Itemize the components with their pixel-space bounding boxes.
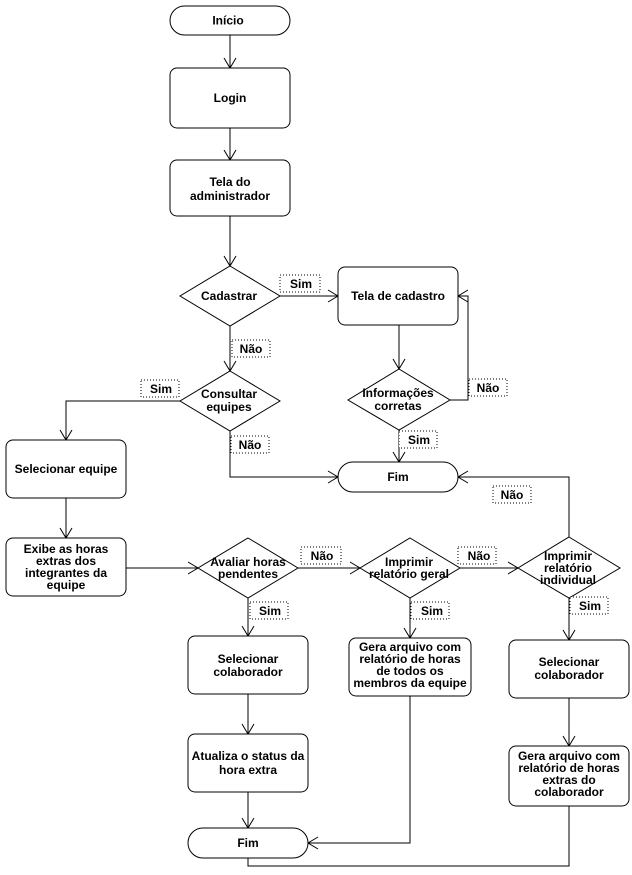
login-process (169, 67, 291, 129)
edge-label-sim: Sim (150, 382, 172, 396)
register-screen-process (337, 266, 459, 326)
arrowheads (59, 57, 576, 850)
edge-label-box (300, 546, 342, 565)
edge-label-nao: Não (501, 488, 524, 502)
register-decision (179, 265, 281, 327)
show-hours-process (5, 537, 127, 597)
print-general-decision (359, 537, 461, 599)
edge-label-nao: Não (239, 438, 262, 452)
edge-individual-fim (458, 476, 570, 537)
edge-label-box (398, 430, 438, 449)
edge-label-box (140, 379, 180, 398)
evaluate-hours-decision (197, 537, 299, 599)
update-status-process (187, 733, 309, 793)
end-terminator-top (337, 461, 459, 493)
start-terminator (169, 5, 291, 36)
start-label: Início (212, 14, 243, 28)
edge-label-sim: Sim (259, 604, 281, 618)
end-bottom-label: Fim (237, 836, 258, 850)
select-team-process (5, 439, 127, 499)
edge-gera-ind-fim (247, 806, 570, 867)
edge-label-nao: Não (468, 549, 491, 563)
register-screen-label: Tela de cadastro (351, 289, 445, 303)
edge-label-box (468, 378, 508, 397)
edge-label-nao: Não (311, 549, 334, 563)
edge-gera-fim (308, 696, 411, 844)
end-terminator-bottom (187, 827, 309, 859)
edge-info-nao-loop (450, 295, 469, 401)
register-decision-label: Cadastrar (201, 289, 257, 303)
edge-labels: Sim Não Sim Não Sim Não Não Não Não Sim … (140, 274, 609, 620)
info-correct-decision (347, 368, 451, 431)
select-team-label: Selecionar equipe (15, 462, 118, 476)
end-top-label: Fim (387, 470, 408, 484)
edge-label-nao: Não (477, 381, 500, 395)
edge-label-box (231, 339, 271, 358)
edge-label-sim: Sim (579, 599, 601, 613)
login-label: Login (214, 91, 247, 105)
select-collaborator-process-1 (187, 635, 309, 695)
edge-label-box (279, 274, 321, 293)
edge-label-box (492, 485, 532, 504)
generate-general-report-process (348, 637, 472, 697)
edge-label-sim: Sim (290, 277, 312, 291)
edge-label-sim: Sim (408, 433, 430, 447)
edges (65, 35, 570, 867)
edge-label-nao: Não (240, 342, 263, 356)
edge-label-box (457, 546, 497, 565)
edge-consultar-fim (229, 431, 338, 478)
generate-individual-report-process (508, 745, 630, 807)
edge-consultar-selecionar (65, 400, 180, 440)
select-collaborator-process-2 (508, 639, 630, 699)
print-individual-decision (517, 536, 621, 599)
edge-label-box (230, 435, 270, 454)
edge-label-box (249, 601, 289, 620)
edge-label-box (569, 596, 609, 615)
query-teams-decision (179, 370, 281, 432)
edge-label-sim: Sim (421, 604, 443, 618)
admin-screen-process (169, 159, 291, 217)
edge-label-box (410, 601, 450, 620)
